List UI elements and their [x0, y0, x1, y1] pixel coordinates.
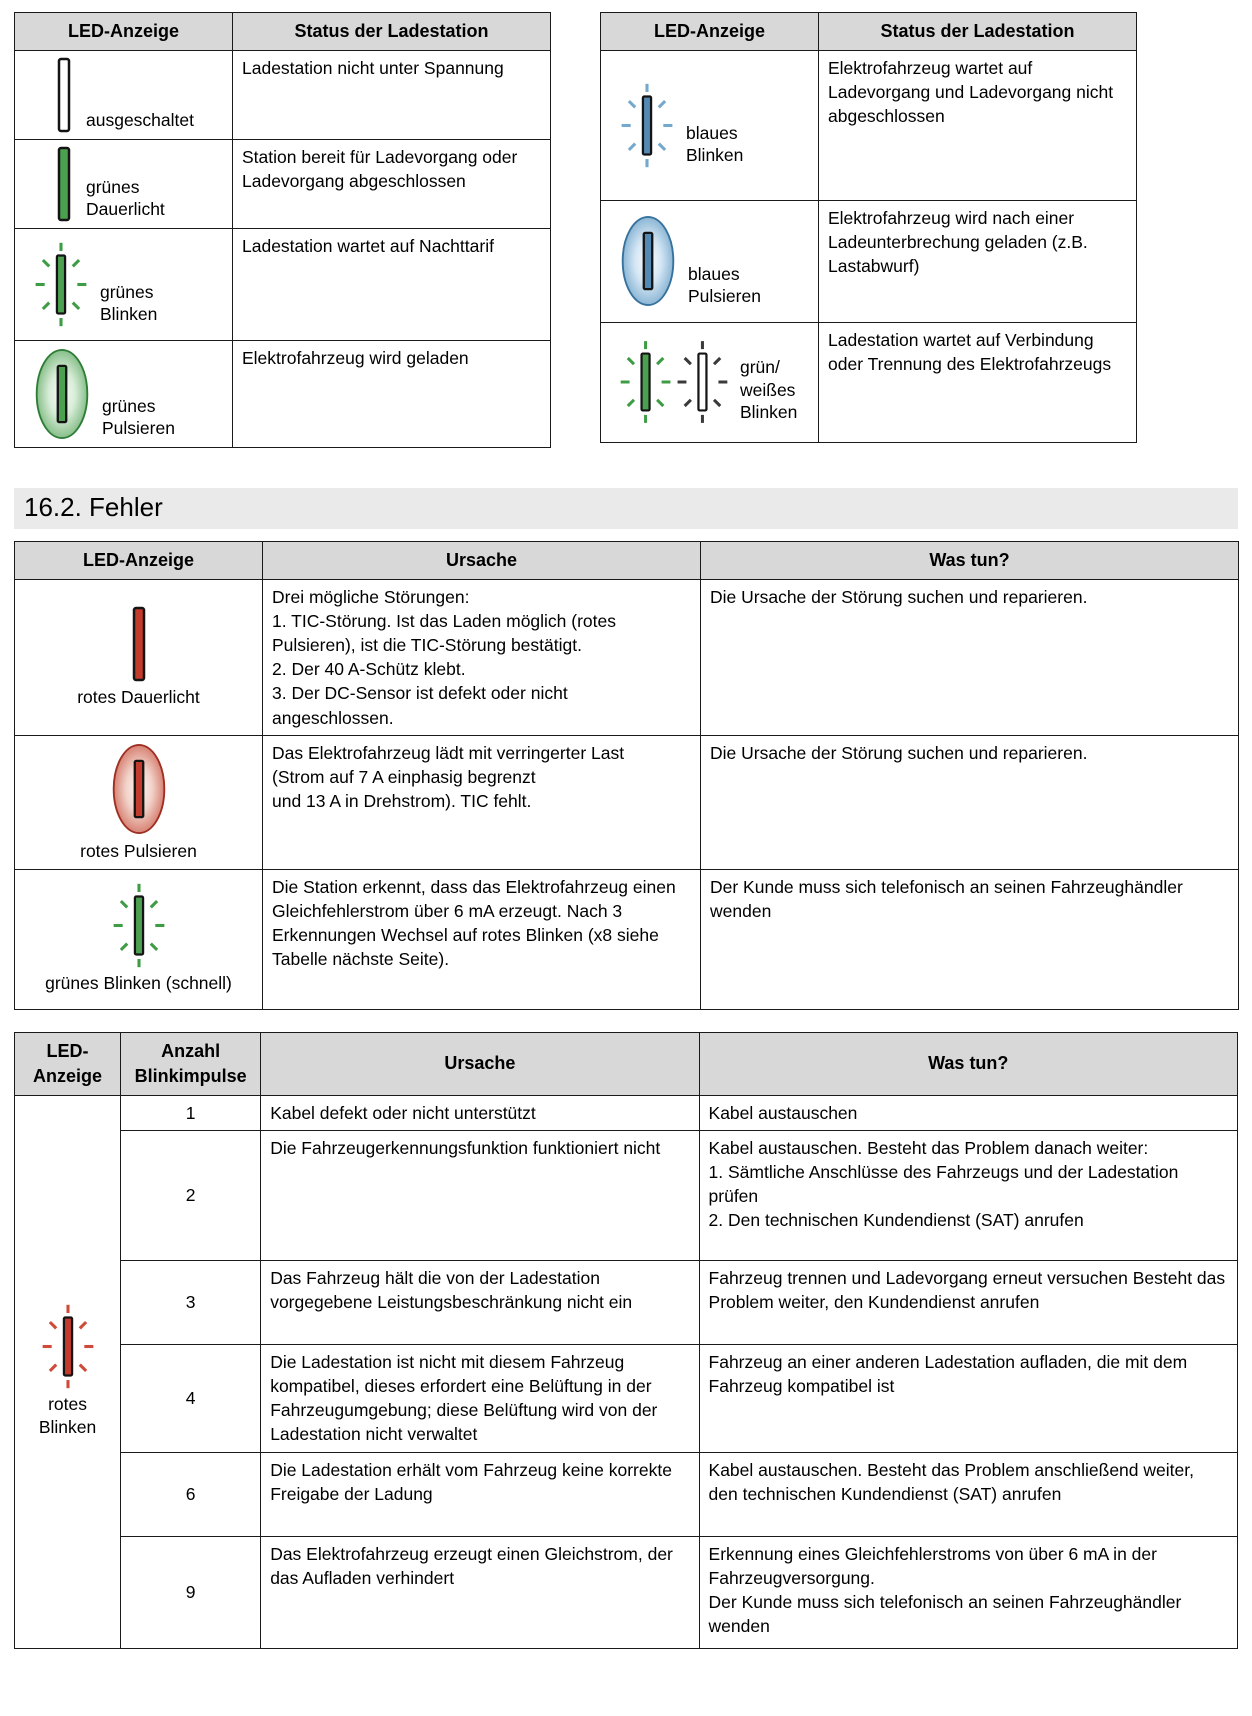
action-text: Fahrzeug trennen und Ladevorgang erneut …: [698, 1259, 1239, 1345]
action-text: Erkennung eines Gleichfehlerstroms von ü…: [698, 1535, 1239, 1649]
led-label: blaues Blinken: [686, 123, 744, 166]
header-led-anzeige: LED-Anzeige: [14, 540, 263, 580]
status-table-left: LED-Anzeige Status der Ladestation ausge…: [14, 12, 551, 448]
led-green-solid-icon: [57, 146, 71, 222]
table-row: grünes Pulsieren Elektrofahrzeug wird ge…: [14, 339, 551, 448]
status-text: Ladestation wartet auf Verbindung oder T…: [818, 321, 1137, 443]
blink-count: 1: [120, 1094, 262, 1131]
led-label: grünes Blinken (schnell): [45, 973, 232, 994]
table-row: 6 Die Ladestation erhält vom Fahrzeug ke…: [15, 1451, 1239, 1537]
header-anzahl-blinkimpulse: Anzahl Blinkimpulse: [120, 1032, 262, 1096]
status-text: Elektrofahrzeug wird nach einer Ladeunte…: [818, 199, 1137, 323]
header-status: Status der Ladestation: [818, 12, 1137, 51]
table-row: rotes Dauerlicht Drei mögliche Störungen…: [14, 578, 1239, 736]
cause-text: Die Station erkennt, dass das Elektrofah…: [262, 869, 701, 1011]
header-ursache: Ursache: [262, 540, 701, 580]
header-led-anzeige: LED-Anzeige: [14, 12, 233, 51]
led-cell: grünes Dauerlicht: [14, 138, 233, 229]
table-row: grün/ weißes Blinken Ladestation wartet …: [600, 321, 1137, 443]
led-red-solid-icon: [132, 606, 145, 681]
cause-text: Kabel defekt oder nicht unterstützt: [260, 1094, 700, 1131]
status-tables-section: LED-Anzeige Status der Ladestation ausge…: [14, 12, 1238, 448]
led-label: grün/ weißes Blinken: [740, 357, 798, 422]
section-heading: 16.2. Fehler: [14, 487, 1238, 529]
led-cell: rotes Blinken: [13, 1094, 122, 1649]
led-label: rotes Blinken: [38, 1394, 97, 1437]
blink-count: 9: [120, 1535, 262, 1649]
status-table-right: LED-Anzeige Status der Ladestation bl: [600, 12, 1137, 443]
header-status: Status der Ladestation: [232, 12, 551, 51]
cause-text: Drei mögliche Störungen: 1. TIC-Störung.…: [262, 578, 701, 736]
cause-text: Die Fahrzeugerkennungsfunktion funktioni…: [260, 1129, 700, 1261]
table-row: blaues Pulsieren Elektrofahrzeug wird na…: [600, 199, 1137, 323]
led-label: grünes Blinken: [100, 282, 158, 325]
led-off-icon: [57, 57, 71, 133]
action-text: Die Ursache der Störung suchen und repar…: [700, 578, 1239, 736]
action-text: Fahrzeug an einer anderen Ladestation au…: [698, 1343, 1239, 1453]
led-label: ausgeschaltet: [86, 110, 194, 131]
led-label: blaues Pulsieren: [688, 263, 761, 306]
led-cell: grün/ weißes Blinken: [600, 321, 819, 443]
table-row: grünes Dauerlicht Station bereit für Lad…: [14, 138, 551, 229]
led-green-white-blinking-icon: [620, 341, 728, 424]
header-ursache: Ursache: [260, 1032, 700, 1096]
table-row: rotes Pulsieren Das Elektrofahrzeug lädt…: [14, 734, 1239, 871]
led-green-pulsing-icon: [35, 348, 89, 439]
cause-text: Das Elektrofahrzeug erzeugt einen Gleich…: [260, 1535, 700, 1649]
cause-text: Die Ladestation ist nicht mit diesem Fah…: [260, 1343, 700, 1453]
blink-count: 4: [120, 1343, 262, 1453]
action-text: Der Kunde muss sich telefonisch an seine…: [700, 869, 1239, 1011]
led-blue-blinking-icon: [621, 83, 673, 168]
action-text: Kabel austauschen. Besteht das Problem d…: [698, 1129, 1239, 1261]
action-text: Die Ursache der Störung suchen und repar…: [700, 734, 1239, 871]
blink-count: 2: [120, 1129, 262, 1261]
table-row: 4 Die Ladestation ist nicht mit diesem F…: [15, 1343, 1239, 1453]
led-cell: blaues Blinken: [600, 49, 819, 201]
cause-text: Die Ladestation erhält vom Fahrzeug kein…: [260, 1451, 700, 1537]
status-text: Station bereit für Ladevorgang oder Lade…: [232, 138, 551, 229]
led-green-blinking-icon: [35, 242, 87, 327]
blink-code-table: LED-Anzeige Anzahl Blinkimpulse Ursache …: [13, 1032, 1239, 1649]
table-row: 3 Das Fahrzeug hält die von der Ladestat…: [15, 1259, 1239, 1345]
header-was-tun: Was tun?: [698, 1032, 1239, 1096]
error-table: LED-Anzeige Ursache Was tun? rotes Dauer…: [14, 540, 1239, 1011]
header-led-anzeige: LED-Anzeige: [13, 1032, 122, 1096]
action-text: Kabel austauschen. Besteht das Problem a…: [698, 1451, 1239, 1537]
status-text: Elektrofahrzeug wartet auf Ladevorgang u…: [818, 49, 1137, 201]
led-cell: blaues Pulsieren: [600, 199, 819, 323]
led-green-blinking-fast-icon: [113, 884, 164, 968]
led-label: grünes Pulsieren: [102, 396, 175, 439]
cause-text: Das Fahrzeug hält die von der Ladestatio…: [260, 1259, 700, 1345]
led-cell: rotes Pulsieren: [14, 734, 263, 871]
table-row: 2 Die Fahrzeugerkennungsfunktion funktio…: [15, 1129, 1239, 1261]
led-cell: grünes Blinken (schnell): [14, 869, 263, 1011]
cause-text: Das Elektrofahrzeug lädt mit verringerte…: [262, 734, 701, 871]
header-was-tun: Was tun?: [700, 540, 1239, 580]
blink-count: 6: [120, 1451, 262, 1537]
table-row: blaues Blinken Elektrofahrzeug wartet au…: [600, 49, 1137, 201]
led-blue-pulsing-icon: [621, 216, 675, 307]
led-cell: grünes Pulsieren: [14, 339, 233, 448]
status-text: Ladestation nicht unter Spannung: [232, 49, 551, 140]
led-cell: ausgeschaltet: [14, 49, 233, 140]
table-row: grünes Blinken Ladestation wartet auf Na…: [14, 227, 551, 341]
table-row: rotes Blinken 1 Kabel defekt oder nicht …: [13, 1094, 1239, 1649]
led-cell: grünes Blinken: [14, 227, 233, 341]
action-text: Kabel austauschen: [698, 1094, 1239, 1131]
table-row: grünes Blinken (schnell) Die Station erk…: [14, 869, 1239, 1011]
led-red-pulsing-icon: [112, 743, 165, 834]
led-red-blinking-icon: [42, 1305, 93, 1389]
led-label: rotes Dauerlicht: [77, 686, 200, 707]
table-row: ausgeschaltet Ladestation nicht unter Sp…: [14, 49, 551, 140]
status-text: Elektrofahrzeug wird geladen: [232, 339, 551, 448]
table-row: 9 Das Elektrofahrzeug erzeugt einen Glei…: [15, 1535, 1239, 1649]
led-label: rotes Pulsieren: [80, 840, 197, 861]
blink-count: 3: [120, 1259, 262, 1345]
header-led-anzeige: LED-Anzeige: [600, 12, 819, 51]
led-cell: rotes Dauerlicht: [14, 578, 263, 736]
led-label: grünes Dauerlicht: [86, 177, 165, 220]
status-text: Ladestation wartet auf Nachttarif: [232, 227, 551, 341]
